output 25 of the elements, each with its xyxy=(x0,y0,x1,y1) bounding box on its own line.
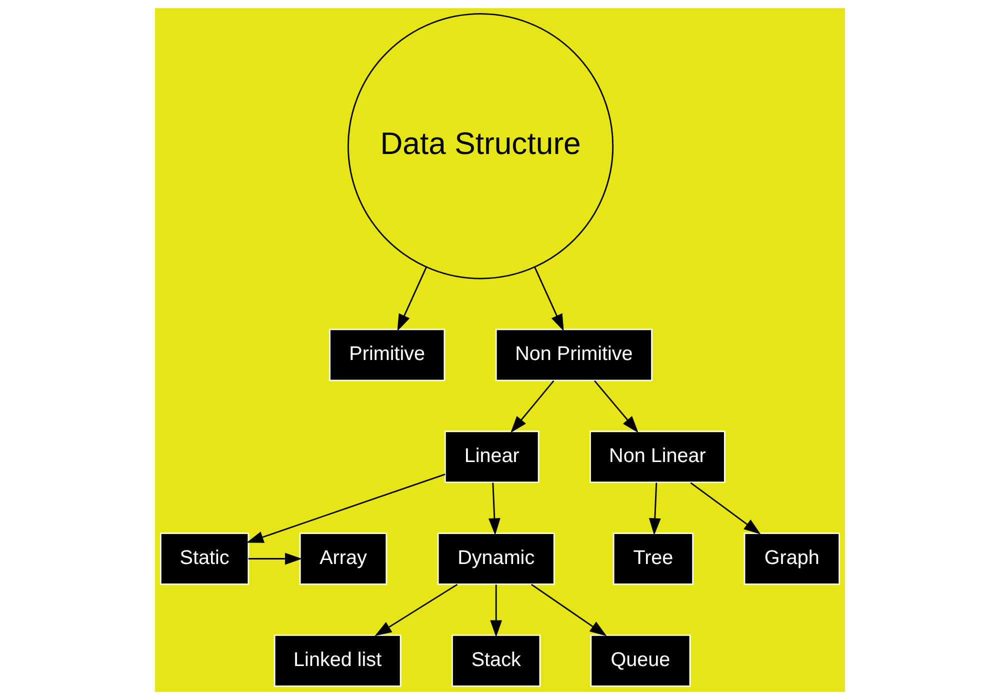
node-box: Non Primitive xyxy=(495,328,652,382)
node-box: Non Linear xyxy=(590,430,726,484)
node-box: Linked list xyxy=(274,634,402,687)
arrow xyxy=(510,380,554,433)
arrow xyxy=(248,552,302,565)
node-box: Queue xyxy=(590,634,691,687)
arrow xyxy=(488,482,500,536)
node-box: Dynamic xyxy=(437,532,555,585)
arrow xyxy=(690,482,761,534)
node-box: Array xyxy=(299,532,388,585)
node-box: Primitive xyxy=(329,328,446,382)
arrow xyxy=(490,584,502,638)
arrow xyxy=(374,584,458,636)
arrow xyxy=(531,584,607,636)
node-box: Linear xyxy=(444,430,540,484)
arrow xyxy=(534,267,564,332)
arrow xyxy=(594,380,638,433)
arrow xyxy=(648,482,661,536)
arrow xyxy=(246,474,446,543)
node-circle: Data Structure xyxy=(348,13,614,280)
node-box: Graph xyxy=(744,532,840,585)
arrow xyxy=(397,267,427,332)
node-box: Stack xyxy=(452,634,541,687)
node-box: Static xyxy=(160,532,250,585)
node-box: Tree xyxy=(612,532,694,585)
